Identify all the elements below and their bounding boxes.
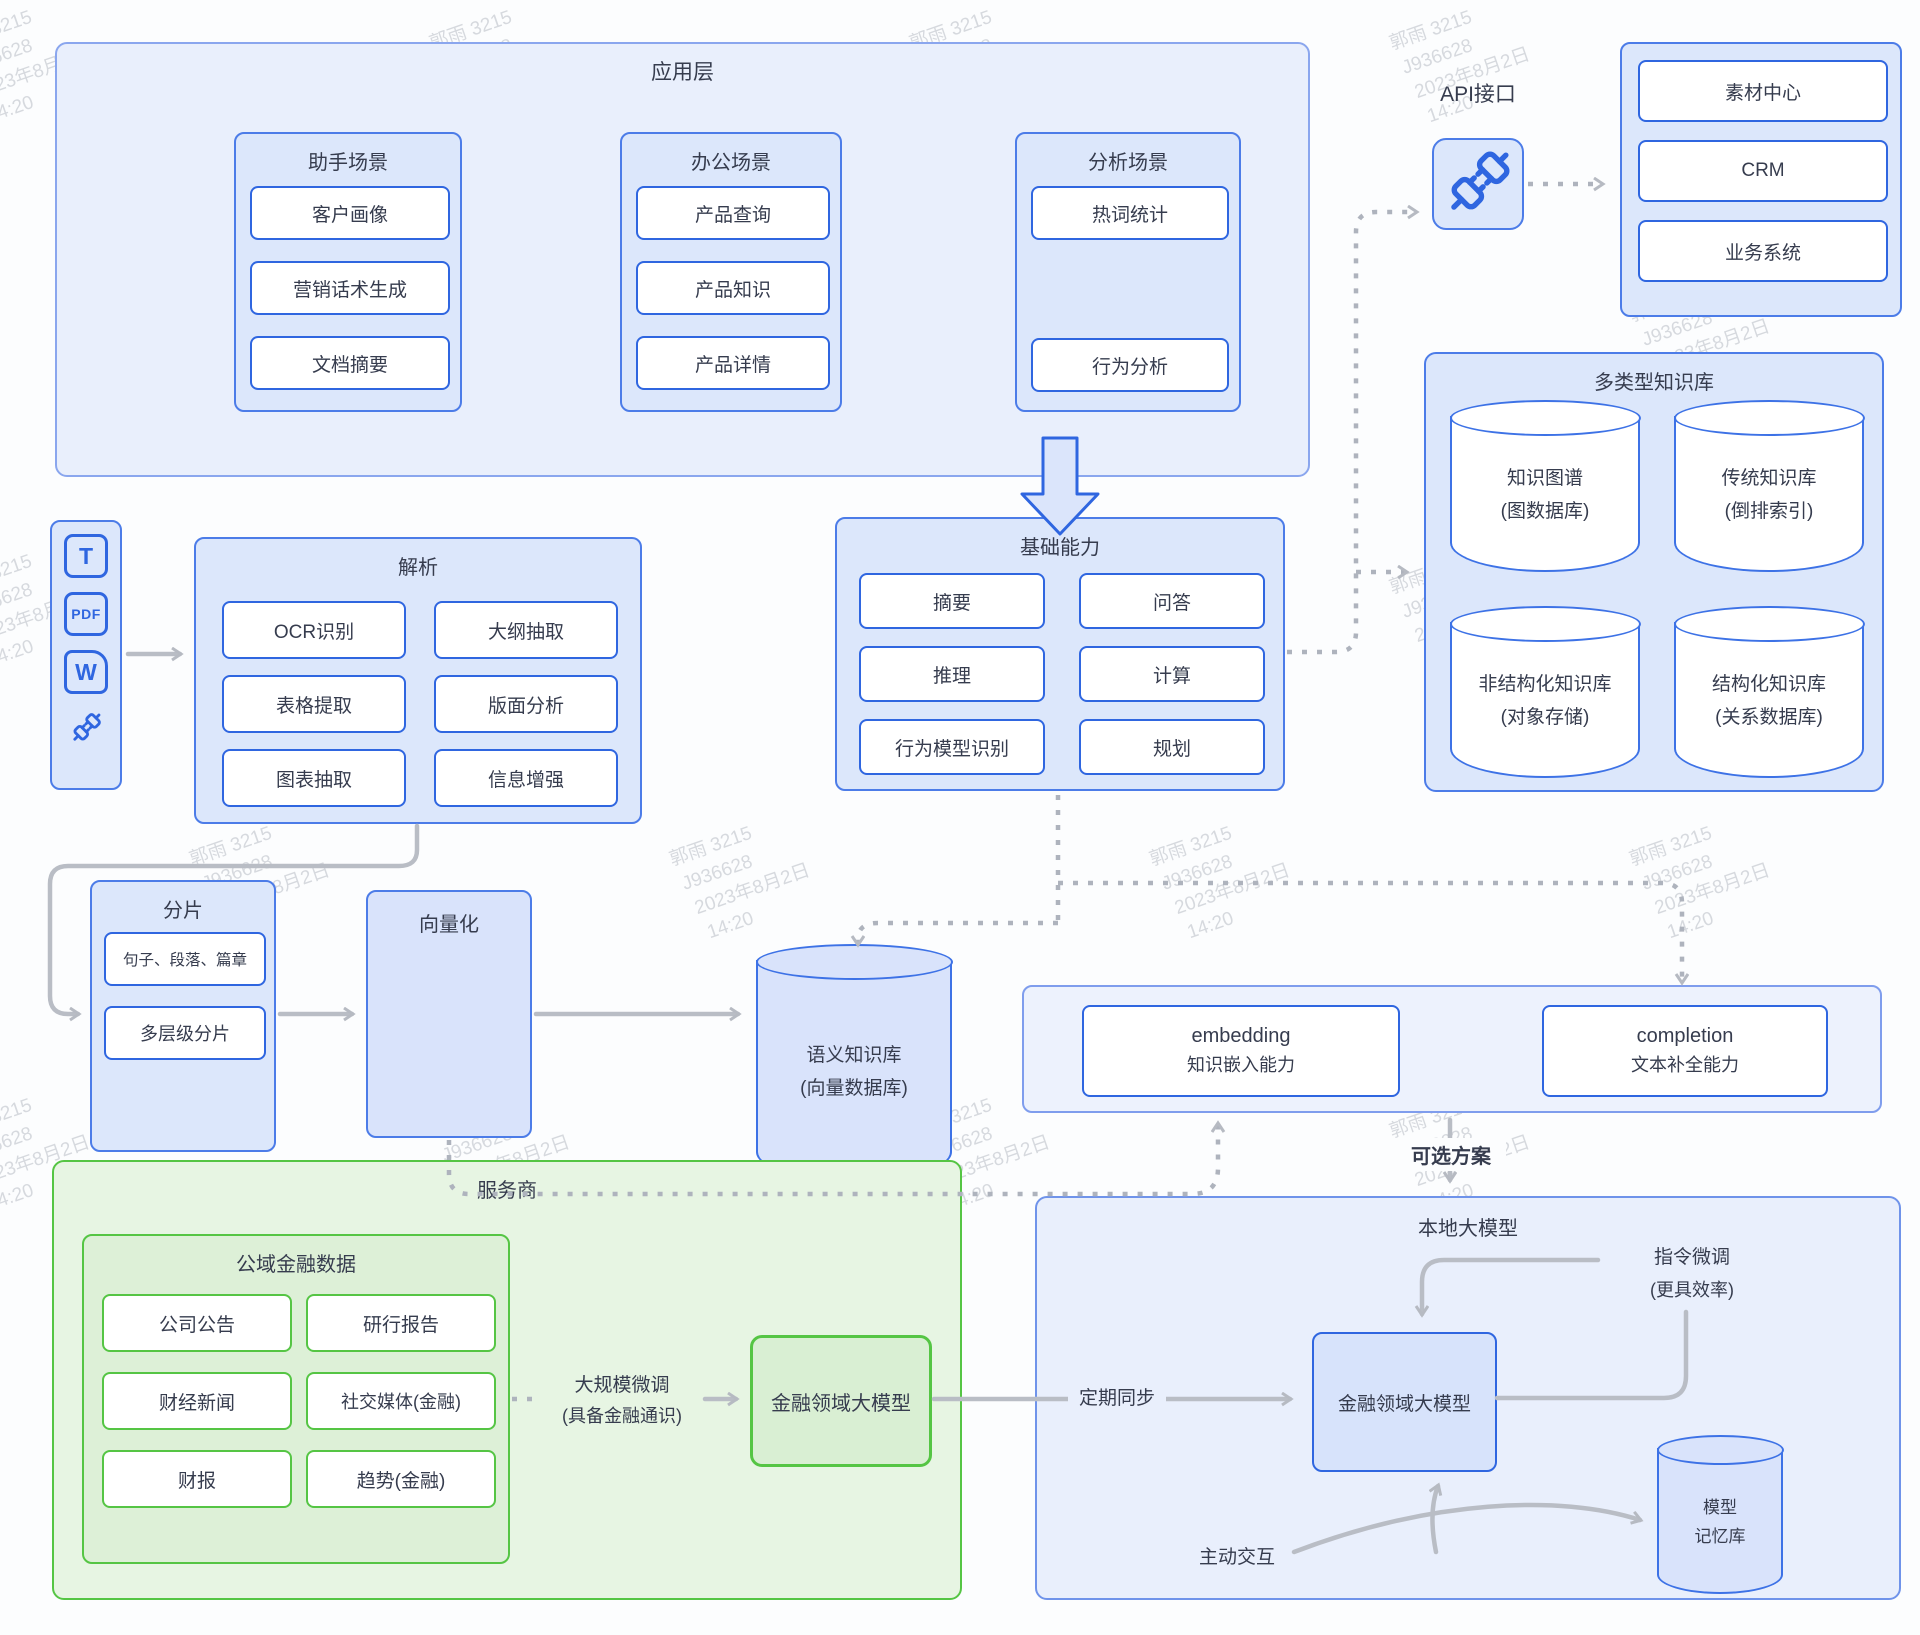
instruct-line2: (更具效率) (1650, 1280, 1734, 1300)
node-info-enhance: 信息增强 (434, 749, 618, 807)
parse-panel: 解析 OCR识别 大纲抽取 表格提取 版面分析 图表抽取 信息增强 (194, 537, 642, 824)
multi-kb-title: 多类型知识库 (1594, 372, 1714, 394)
node-behavior-model: 行为模型识别 (859, 719, 1045, 775)
core-ability-panel: 基础能力 摘要 问答 推理 计算 行为模型识别 规划 (835, 517, 1285, 791)
node-behavior-analysis: 行为分析 (1031, 338, 1229, 392)
assistant-scene-title: 助手场景 (308, 152, 388, 174)
kb-unstructured: 非结构化知识库 (对象存储) (1449, 606, 1641, 778)
app-layer-title: 应用层 (651, 61, 714, 84)
kb-unstruct-line2: (对象存储) (1500, 707, 1590, 728)
instruct-tuning-label: 指令微调 (更具效率) (1602, 1242, 1782, 1306)
kb-kg-line2: (图数据库) (1500, 501, 1590, 522)
app-layer-panel: 应用层 助手场景 客户画像 营销话术生成 文档摘要 办公场景 产品查询 产品知识… (55, 42, 1310, 477)
node-product-query: 产品查询 (636, 186, 830, 240)
semantic-db-cylinder: 语义知识库 (向量数据库) (755, 944, 953, 1182)
optional-plan-label: 可选方案 (1396, 1138, 1506, 1171)
node-crm: CRM (1638, 140, 1888, 202)
kb-trad-line2: (倒排索引) (1724, 501, 1814, 522)
node-product-knowledge: 产品知识 (636, 261, 830, 315)
provider-panel: 服务商 公域金融数据 公司公告 研行报告 财经新闻 社交媒体(金融) 财报 趋势… (52, 1160, 962, 1600)
node-marketing-script: 营销话术生成 (250, 261, 450, 315)
node-doc-summary: 文档摘要 (250, 336, 450, 390)
doc-input-panel: T PDF W (50, 520, 122, 790)
kb-traditional: 传统知识库 (倒排索引) (1673, 400, 1865, 572)
text-doc-icon: T (64, 534, 108, 578)
node-table-extract: 表格提取 (222, 675, 406, 733)
api-interface-label: API接口 (1440, 83, 1516, 106)
node-finance-news: 财经新闻 (102, 1372, 292, 1430)
completion-line2: 文本补全能力 (1631, 1055, 1739, 1075)
instruct-line1: 指令微调 (1653, 1247, 1730, 1268)
node-sentence-paragraph: 句子、段落、篇章 (104, 932, 266, 986)
node-financial-statement: 财报 (102, 1450, 292, 1508)
vectorize-panel: 向量化 (366, 890, 532, 1138)
node-material-center: 素材中心 (1638, 60, 1888, 122)
node-trend-finance: 趋势(金融) (306, 1450, 496, 1508)
semantic-db-line2: (向量数据库) (800, 1078, 908, 1099)
node-company-announcement: 公司公告 (102, 1294, 292, 1352)
node-multilevel-chunk: 多层级分片 (104, 1006, 266, 1060)
analysis-scene-title: 分析场景 (1088, 152, 1168, 174)
kb-structured: 结构化知识库 (关系数据库) (1673, 606, 1865, 778)
kb-unstruct-line1: 非结构化知识库 (1478, 674, 1612, 695)
finetune-label: 大规模微调 (具备金融通识) (537, 1370, 707, 1432)
core-ability-title: 基础能力 (1020, 537, 1100, 559)
memory-line2: 记忆库 (1694, 1527, 1746, 1546)
node-social-media: 社交媒体(金融) (306, 1372, 496, 1430)
office-scene-title: 办公场景 (691, 152, 771, 174)
node-qa: 问答 (1079, 573, 1265, 629)
llm-ability-panel: embedding 知识嵌入能力 completion 文本补全能力 (1022, 985, 1882, 1113)
plug-icon (1451, 151, 1510, 210)
node-customer-profile: 客户画像 (250, 186, 450, 240)
node-calculation: 计算 (1079, 646, 1265, 702)
node-planning: 规划 (1079, 719, 1265, 775)
public-finance-data-panel: 公域金融数据 公司公告 研行报告 财经新闻 社交媒体(金融) 财报 趋势(金融) (82, 1234, 510, 1564)
kb-trad-line1: 传统知识库 (1721, 468, 1817, 489)
external-systems-panel: 素材中心 CRM 业务系统 (1620, 42, 1902, 317)
chunk-panel: 分片 句子、段落、篇章 多层级分片 (90, 880, 276, 1152)
periodic-sync-label: 定期同步 (1068, 1384, 1166, 1414)
node-outline-extract: 大纲抽取 (434, 601, 618, 659)
provider-title: 服务商 (477, 1180, 537, 1202)
node-layout-analysis: 版面分析 (434, 675, 618, 733)
node-embedding: embedding 知识嵌入能力 (1082, 1005, 1400, 1097)
node-ocr: OCR识别 (222, 601, 406, 659)
active-interaction-label: 主动交互 (1198, 1547, 1275, 1568)
plug-icon (73, 713, 101, 741)
local-llm-title: 本地大模型 (1418, 1218, 1518, 1240)
public-finance-data-title: 公域金融数据 (236, 1254, 356, 1276)
node-chart-extract: 图表抽取 (222, 749, 406, 807)
multi-kb-panel: 多类型知识库 知识图谱 (图数据库) 传统知识库 (倒排索引) 非结构化知识库 (对象… (1424, 352, 1884, 792)
assistant-scene-panel: 助手场景 客户画像 营销话术生成 文档摘要 (234, 132, 462, 412)
kb-kg-line1: 知识图谱 (1506, 468, 1583, 489)
kb-struct-line1: 结构化知识库 (1711, 674, 1826, 695)
node-finance-llm-local: 金融领域大模型 (1312, 1332, 1497, 1472)
node-hotword-stats: 热词统计 (1031, 186, 1229, 240)
memory-line1: 模型 (1703, 1498, 1737, 1517)
analysis-scene-panel: 分析场景 热词统计 行为分析 (1015, 132, 1241, 412)
kb-knowledge-graph: 知识图谱 (图数据库) (1449, 400, 1641, 572)
pdf-doc-icon: PDF (64, 592, 108, 636)
node-business-system: 业务系统 (1638, 220, 1888, 282)
node-completion: completion 文本补全能力 (1542, 1005, 1828, 1097)
api-plug-node (1432, 138, 1524, 230)
kb-struct-line2: (关系数据库) (1715, 707, 1823, 728)
embedding-line2: 知识嵌入能力 (1187, 1055, 1295, 1075)
node-reasoning: 推理 (859, 646, 1045, 702)
node-finance-llm-provider: 金融领域大模型 (750, 1335, 932, 1467)
embedding-line1: embedding (1191, 1025, 1291, 1047)
office-scene-panel: 办公场景 产品查询 产品知识 产品详情 (620, 132, 842, 412)
vectorize-title: 向量化 (419, 914, 479, 936)
node-summary: 摘要 (859, 573, 1045, 629)
node-product-detail: 产品详情 (636, 336, 830, 390)
completion-line1: completion (1636, 1025, 1734, 1047)
chunk-title: 分片 (163, 900, 203, 922)
finetune-line1: 大规模微调 (574, 1375, 670, 1396)
parse-title: 解析 (398, 557, 438, 579)
word-doc-icon: W (64, 650, 108, 694)
finetune-line2: (具备金融通识) (562, 1406, 682, 1426)
node-research-report: 研行报告 (306, 1294, 496, 1352)
model-memory-cylinder: 模型 记忆库 (1656, 1435, 1784, 1594)
semantic-db-line1: 语义知识库 (806, 1045, 902, 1066)
